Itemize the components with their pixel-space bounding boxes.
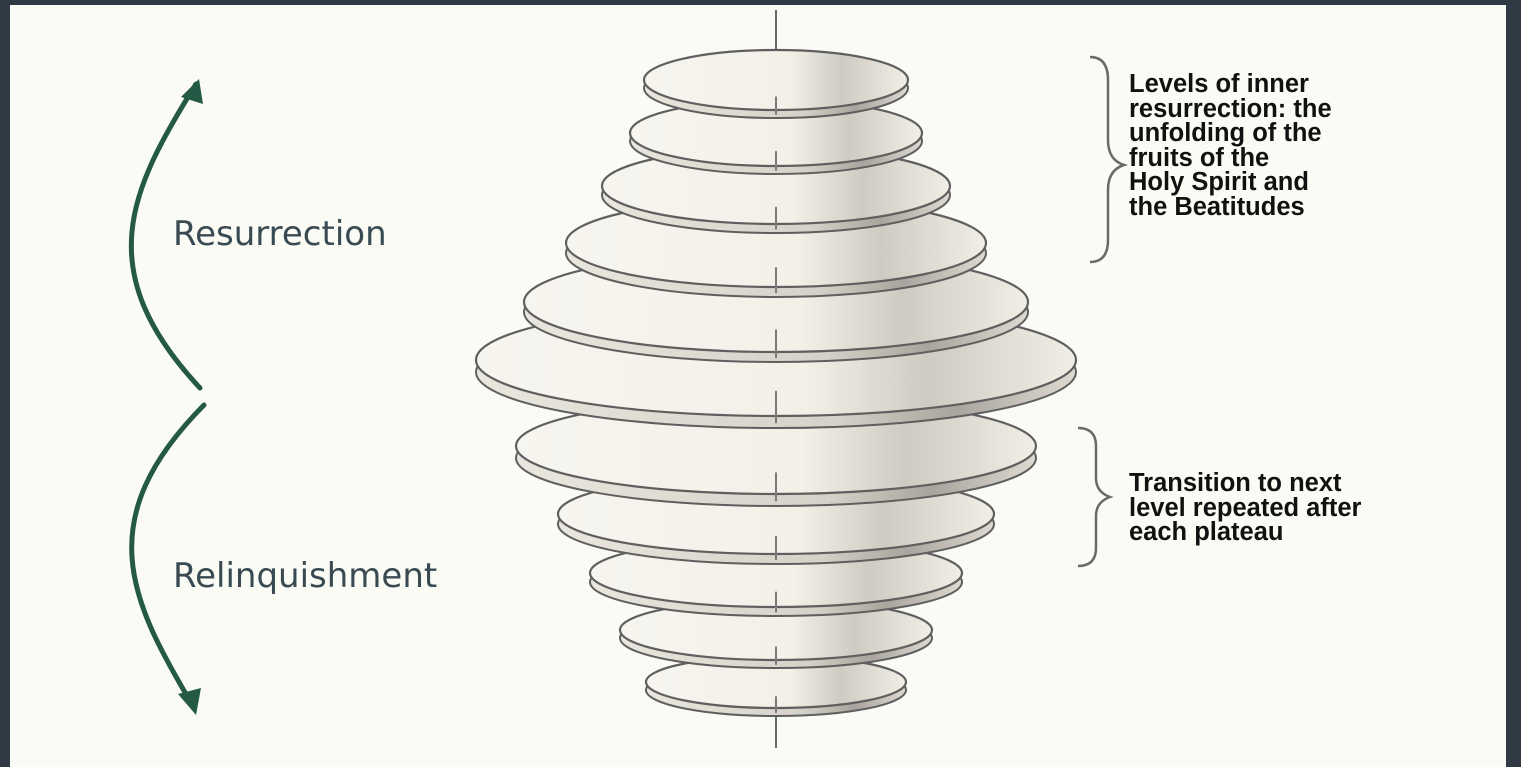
arrow-down-head-icon bbox=[178, 688, 201, 715]
transition-note-line: level repeated after bbox=[1129, 496, 1361, 521]
levels-note-line: Levels of inner bbox=[1129, 72, 1332, 97]
levels-note-line: the Beatitudes bbox=[1129, 195, 1332, 220]
transition-note: Transition to next level repeated after … bbox=[1129, 471, 1361, 545]
relinquishment-label: Relinquishment bbox=[173, 556, 437, 596]
resurrection-label: Resurrection bbox=[173, 214, 387, 254]
levels-note-line: unfolding of the bbox=[1129, 121, 1332, 146]
levels-note-line: resurrection: the bbox=[1129, 97, 1332, 122]
transition-note-line: Transition to next bbox=[1129, 471, 1361, 496]
transition-brace-icon bbox=[1078, 428, 1110, 566]
transition-note-line: each plateau bbox=[1129, 520, 1361, 545]
disc bbox=[644, 50, 908, 118]
levels-note: Levels of inner resurrection: the unfold… bbox=[1129, 72, 1332, 219]
levels-note-line: Holy Spirit and bbox=[1129, 170, 1332, 195]
levels-note-line: fruits of the bbox=[1129, 146, 1332, 171]
levels-brace-icon bbox=[1090, 57, 1124, 262]
